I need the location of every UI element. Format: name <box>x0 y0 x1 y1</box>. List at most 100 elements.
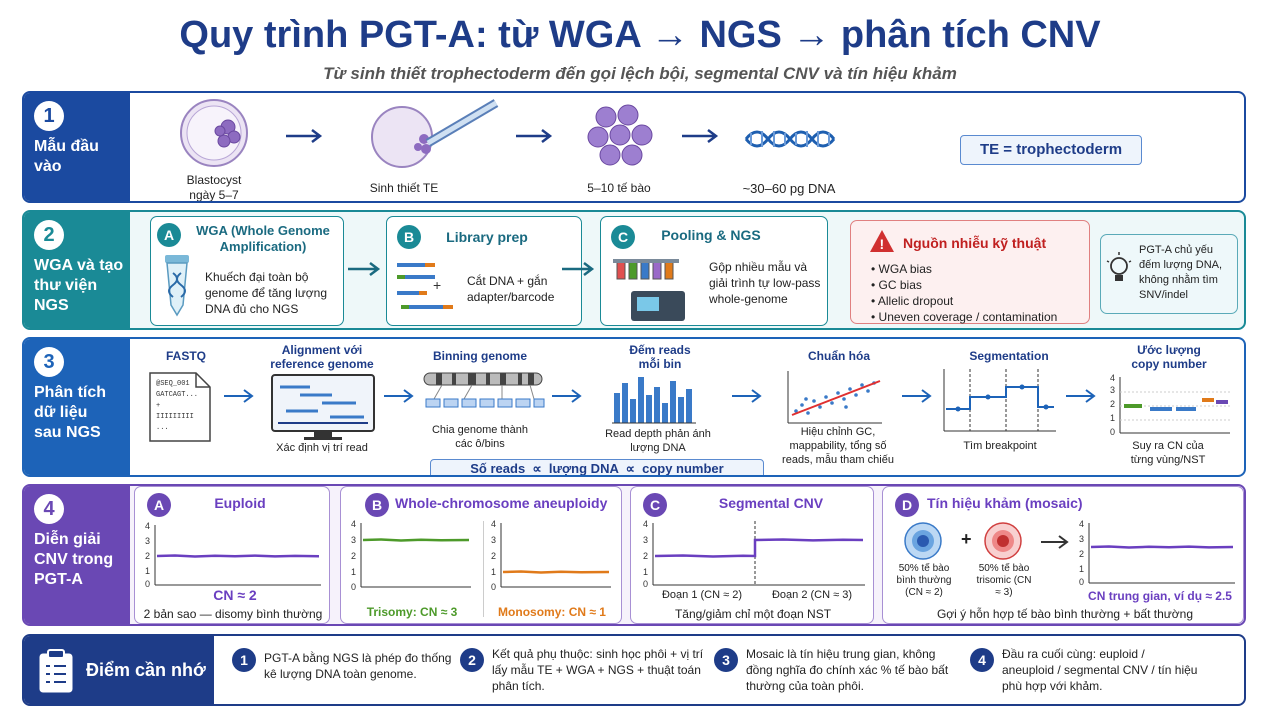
step-title: Đếm reads mỗi bin <box>629 343 691 371</box>
point-text: Mosaic là tín hiệu trung gian, không đồn… <box>746 647 949 693</box>
mosaic-panel: D Tín hiệu khảm (mosaic) 50% tế bào bình… <box>882 486 1244 624</box>
row-number: 2 <box>34 220 64 250</box>
arrow-icon <box>1041 535 1069 549</box>
monosomy-label: Monosomy: CN ≈ 1 <box>498 605 606 619</box>
svg-text:1: 1 <box>1110 413 1115 423</box>
badge: B <box>397 225 421 249</box>
arrow-icon <box>384 389 414 403</box>
file-icon <box>149 372 211 442</box>
wga-box: A WGA (Whole Genome Amplification) Khuếc… <box>150 216 344 326</box>
blastocyst-icon <box>180 99 248 167</box>
svg-text:!: ! <box>880 236 885 252</box>
svg-text:2: 2 <box>643 551 648 561</box>
arrow-icon <box>224 389 254 403</box>
badge: A <box>157 223 181 247</box>
step-title: Segmentation <box>969 349 1049 363</box>
svg-text:4: 4 <box>351 519 356 529</box>
row-title: Mẫu đầu vào <box>34 138 99 175</box>
point-number: 3 <box>714 648 738 672</box>
monitor-icon <box>271 374 375 440</box>
panel-title: Whole-chromosome aneuploidy <box>395 495 608 511</box>
step-title: Chuẩn hóa <box>808 349 870 363</box>
cells-icon <box>587 104 653 166</box>
scatter-icon <box>787 371 882 424</box>
svg-text:0: 0 <box>1079 577 1084 587</box>
trisomic-cell-icon <box>984 522 1022 560</box>
arrow-icon <box>286 129 323 143</box>
row-title: Phân tích dữ liệu sau NGS <box>34 384 107 441</box>
point-text: Kết quả phụ thuộc: sinh học phôi + vị tr… <box>492 647 704 693</box>
segment-label: Đoạn 2 (CN ≈ 3) <box>771 589 852 601</box>
svg-text:4: 4 <box>491 519 496 529</box>
step-caption: Tìm breakpoint <box>963 440 1037 452</box>
row-number: 3 <box>34 347 64 377</box>
note-box: TE = trophectoderm <box>960 135 1142 165</box>
cell-caption: 50% tế bào bình thường (CN ≈ 2) <box>896 563 952 598</box>
svg-text:4: 4 <box>1110 373 1115 383</box>
arrow-icon <box>682 129 719 143</box>
point-number: 2 <box>460 648 484 672</box>
panel-title: Segmental CNV <box>718 495 824 511</box>
fragments-icon: + <box>397 263 453 309</box>
library-prep-box: B Library prep + Cắt DNA + gắn adapter/b… <box>386 216 582 326</box>
arrow-icon <box>562 262 595 276</box>
row-title: WGA và tạo thư viện NGS <box>34 257 124 314</box>
step-caption: Chia genome thành các ô/bins <box>431 424 528 450</box>
step-title: Ước lượng copy number <box>1131 343 1207 371</box>
box-title: Nguồn nhiễu kỹ thuật <box>903 235 1047 251</box>
step-label: Blastocyst ngày 5–7 <box>186 173 242 202</box>
biopsy-pipette-icon <box>371 99 499 168</box>
cn-label: CN ≈ 2 <box>213 587 257 603</box>
noise-item: • Allelic dropout <box>871 294 954 308</box>
panel-caption: Tăng/giảm chỉ một đoạn NST <box>674 607 832 621</box>
point-text: Đầu ra cuối cùng: euploid / aneuploid / … <box>1002 647 1198 693</box>
normal-cell-icon <box>904 522 942 560</box>
noise-item: • WGA bias <box>871 262 932 276</box>
svg-text:2: 2 <box>491 551 496 561</box>
step-title: Alignment với reference genome <box>270 343 374 371</box>
page-subtitle: Từ sinh thiết trophectoderm đến gọi lệch… <box>323 64 957 83</box>
svg-text:2: 2 <box>1079 549 1084 559</box>
divider <box>483 521 484 617</box>
noise-item: • GC bias <box>871 278 922 292</box>
svg-text:+: + <box>433 277 441 293</box>
svg-text:3: 3 <box>491 535 496 545</box>
row-key-points: Điểm cần nhớ 1 PGT-A bằng NGS là phép đo… <box>22 634 1246 706</box>
svg-text:3: 3 <box>1110 385 1115 395</box>
panel-caption: 2 bản sao — disomy bình thường <box>143 607 323 621</box>
step-caption: Suy ra CN của từng vùng/NST <box>1130 440 1206 466</box>
histogram-icon <box>612 377 696 424</box>
svg-text:0: 0 <box>491 582 496 592</box>
svg-text:3: 3 <box>1079 534 1084 544</box>
svg-text:2: 2 <box>1110 399 1115 409</box>
svg-text:2: 2 <box>145 551 150 561</box>
arrow-icon <box>348 262 381 276</box>
trisomy-label: Trisomy: CN ≈ 3 <box>366 605 458 619</box>
chromosome-icon <box>423 372 545 408</box>
step-title: FASTQ <box>165 349 206 363</box>
row-number: 1 <box>34 101 64 131</box>
box-text: Cắt DNA + gắn adapter/barcode <box>467 274 555 304</box>
point-number: 1 <box>232 648 256 672</box>
panel-caption: Gợi ý hỗn hợp tế bào bình thường + bất t… <box>936 607 1194 621</box>
tip-text: PGT-A chủ yếu đếm lượng DNA, không nhằm … <box>1139 244 1223 301</box>
svg-text:3: 3 <box>643 535 648 545</box>
point-number: 4 <box>970 648 994 672</box>
svg-text:4: 4 <box>643 519 648 529</box>
arrow-icon <box>1066 389 1096 403</box>
box-text: Khuếch đại toàn bộ genome để tăng lượng … <box>205 270 327 316</box>
badge: C <box>643 493 667 517</box>
arrow-icon <box>732 389 762 403</box>
row-number: 4 <box>34 494 64 524</box>
panel-title: Tín hiệu khảm (mosaic) <box>927 495 1083 511</box>
step-caption: Read depth phản ánh lượng DNA <box>605 428 711 454</box>
